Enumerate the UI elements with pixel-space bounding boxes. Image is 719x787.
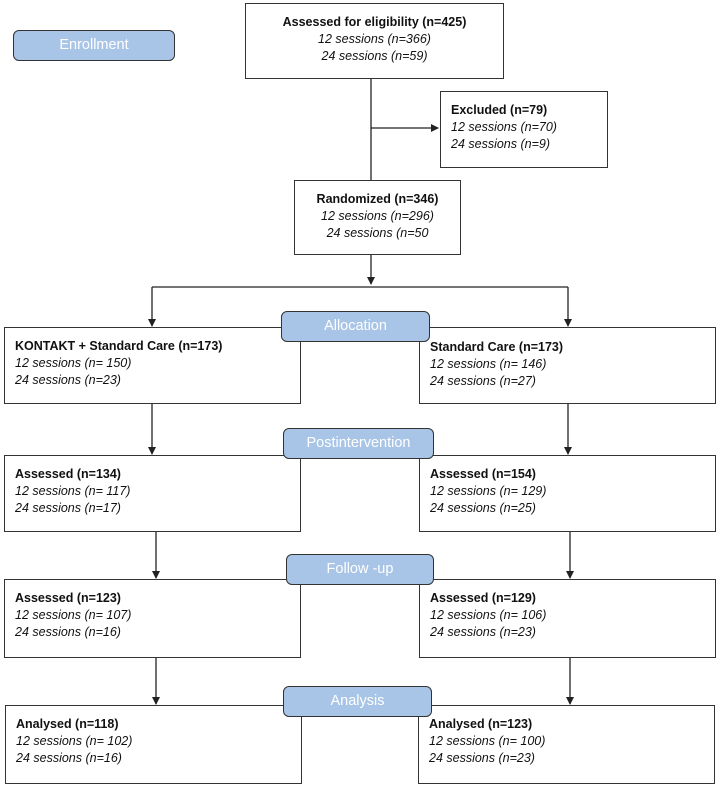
right-post-box: Assessed (n=154) 12 sessions (n= 129) 24… — [419, 455, 716, 532]
assessed-24: 24 sessions (n=59) — [321, 49, 428, 63]
left-analysis-box: Analysed (n=118) 12 sessions (n= 102) 24… — [5, 705, 302, 784]
randomized-box: Randomized (n=346) 12 sessions (n=296) 2… — [294, 180, 461, 255]
stage-enrollment: Enrollment — [13, 30, 175, 61]
left-allocation-24: 24 sessions (n=23) — [15, 373, 121, 387]
assessed-box: Assessed for eligibility (n=425) 12 sess… — [245, 3, 504, 79]
left-post-box: Assessed (n=134) 12 sessions (n= 117) 24… — [4, 455, 301, 532]
left-followup-box: Assessed (n=123) 12 sessions (n= 107) 24… — [4, 579, 301, 658]
right-followup-12: 12 sessions (n= 106) — [430, 608, 547, 622]
right-analysis-title: Analysed (n=123) — [429, 717, 533, 731]
left-allocation-12: 12 sessions (n= 150) — [15, 356, 132, 370]
randomized-12: 12 sessions (n=296) — [321, 209, 434, 223]
left-post-24: 24 sessions (n=17) — [15, 501, 121, 515]
right-analysis-24: 24 sessions (n=23) — [429, 751, 535, 765]
right-analysis-box: Analysed (n=123) 12 sessions (n= 100) 24… — [418, 705, 715, 784]
left-analysis-title: Analysed (n=118) — [16, 717, 119, 731]
stage-allocation: Allocation — [281, 311, 430, 342]
stage-analysis: Analysis — [283, 686, 432, 717]
left-followup-title: Assessed (n=123) — [15, 591, 121, 605]
left-followup-24: 24 sessions (n=16) — [15, 625, 121, 639]
right-allocation-12: 12 sessions (n= 146) — [430, 357, 547, 371]
right-post-12: 12 sessions (n= 129) — [430, 484, 547, 498]
right-analysis-12: 12 sessions (n= 100) — [429, 734, 546, 748]
excluded-title: Excluded (n=79) — [451, 103, 548, 117]
excluded-box: Excluded (n=79) 12 sessions (n=70) 24 se… — [440, 91, 608, 168]
excluded-12: 12 sessions (n=70) — [451, 120, 557, 134]
right-followup-box: Assessed (n=129) 12 sessions (n= 106) 24… — [419, 579, 716, 658]
assessed-12: 12 sessions (n=366) — [318, 32, 431, 46]
assessed-title: Assessed for eligibility (n=425) — [282, 15, 467, 29]
left-post-title: Assessed (n=134) — [15, 467, 121, 481]
right-allocation-title: Standard Care (n=173) — [430, 340, 564, 354]
left-allocation-title: KONTAKT + Standard Care (n=173) — [15, 339, 223, 353]
right-allocation-24: 24 sessions (n=27) — [430, 374, 536, 388]
right-post-24: 24 sessions (n=25) — [430, 501, 536, 515]
right-followup-title: Assessed (n=129) — [430, 591, 536, 605]
randomized-24: 24 sessions (n=50 — [326, 226, 429, 240]
right-allocation-box: Standard Care (n=173) 12 sessions (n= 14… — [419, 327, 716, 404]
left-allocation-box: KONTAKT + Standard Care (n=173) 12 sessi… — [4, 327, 301, 404]
right-post-title: Assessed (n=154) — [430, 467, 536, 481]
left-analysis-12: 12 sessions (n= 102) — [16, 734, 133, 748]
stage-followup: Follow -up — [286, 554, 434, 585]
stage-postintervention: Postintervention — [283, 428, 434, 459]
excluded-24: 24 sessions (n=9) — [451, 137, 551, 151]
right-followup-24: 24 sessions (n=23) — [430, 625, 536, 639]
left-post-12: 12 sessions (n= 117) — [15, 484, 131, 498]
left-analysis-24: 24 sessions (n=16) — [16, 751, 122, 765]
left-followup-12: 12 sessions (n= 107) — [15, 608, 132, 622]
randomized-title: Randomized (n=346) — [316, 192, 439, 206]
